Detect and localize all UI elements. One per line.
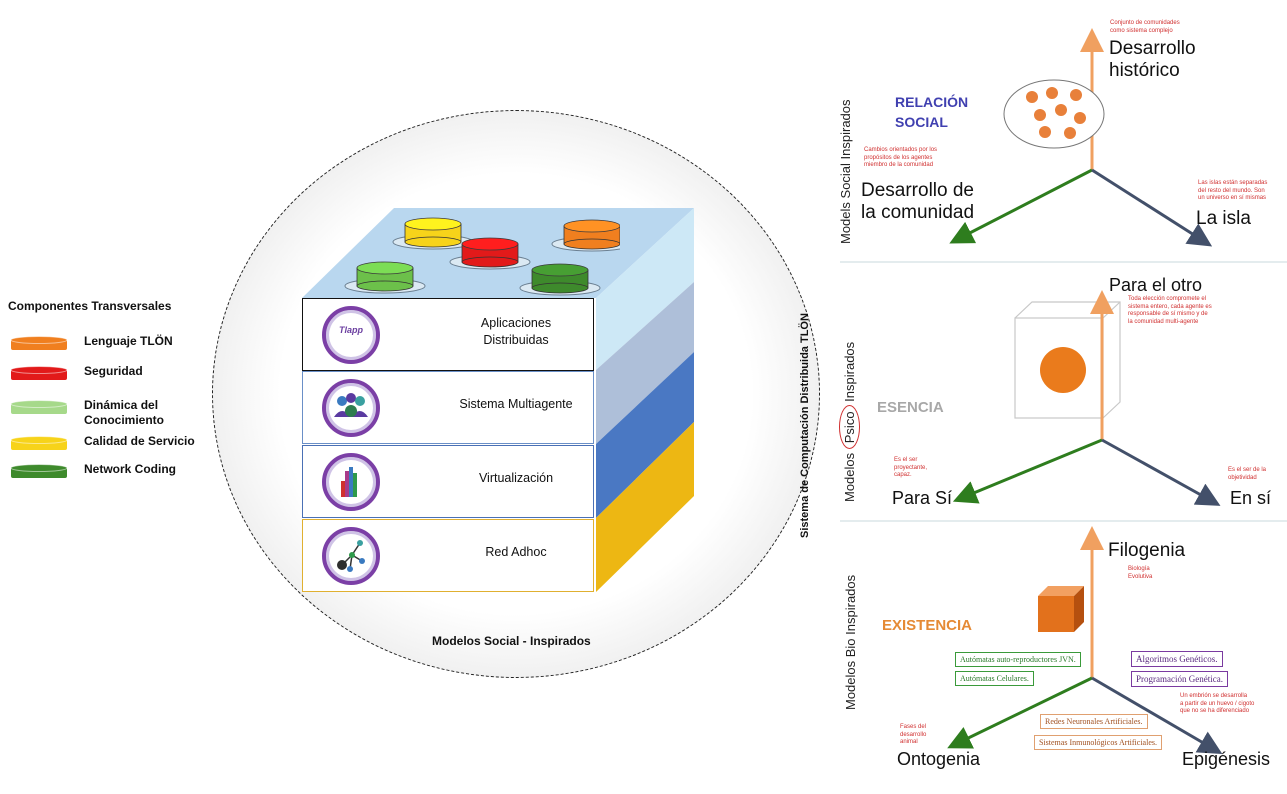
- p3-axis-up-label: Filogenia: [1108, 540, 1186, 561]
- cube-side-layer4: [596, 422, 694, 592]
- virtualization-icon: [341, 467, 357, 497]
- p2-note-up: Toda elección compromete el sistema ente…: [1128, 296, 1212, 325]
- p3-axis-right-label: Epigénesis: [1182, 749, 1271, 769]
- p1-axis-right-label: La isla: [1196, 208, 1251, 229]
- transversal-button: [344, 261, 426, 294]
- legend-item-label: Seguridad: [84, 364, 143, 378]
- transversal-button: [519, 263, 601, 296]
- tag-genetic-programming: Programación Genética.: [1131, 671, 1228, 687]
- transversal-button: [392, 217, 474, 250]
- p3-axis-left: [947, 676, 1093, 749]
- tag-cellular: Autómatas Celulares.: [955, 671, 1034, 686]
- transversal-buttons: [344, 217, 620, 296]
- legend-item: Lenguaje TLÖN: [10, 334, 250, 364]
- legend-item-label: Lenguaje TLÖN: [84, 334, 173, 348]
- legend-swatch-icon: [10, 464, 68, 478]
- layer-label: Aplicaciones Distribuidas: [480, 316, 552, 347]
- p3-axis-right: [1091, 676, 1223, 755]
- p2-heading: ESENCIA: [877, 399, 944, 416]
- p3-note-left: Fases del desarrollo animal: [900, 724, 927, 745]
- layer-label: Red Adhoc: [485, 545, 547, 559]
- p2-axis-up-label: Para el otro: [1109, 275, 1203, 295]
- legend-item: Network Coding: [10, 462, 250, 492]
- virtualization-icon: [322, 453, 380, 511]
- legend-item: Seguridad: [10, 364, 250, 394]
- p1-axis-left-label: Desarrollo de la comunidad: [861, 180, 975, 223]
- tag-immune-systems: Sistemas Inmunológicos Artificiales.: [1034, 735, 1162, 750]
- p2-axis-left: [952, 438, 1103, 504]
- legend-title: Componentes Transversales: [8, 299, 172, 313]
- p2-axis-right: [1101, 438, 1221, 506]
- layer-row: Tlapp Aplicaciones Distribuidas: [302, 298, 594, 371]
- p3-heading: EXISTENCIA: [882, 617, 973, 634]
- tag-jvn: Autómatas auto-reproductores JVN.: [955, 652, 1081, 667]
- p1-heading: RELACIÓN SOCIAL: [895, 94, 969, 130]
- layer-row: Red Adhoc: [302, 519, 594, 592]
- p1-note-up: Conjunto de comunidades como sistema com…: [1110, 20, 1180, 34]
- legend-swatch-icon: [10, 436, 68, 450]
- community-cloud: [1003, 79, 1105, 149]
- existence-cube: [1038, 586, 1084, 632]
- cube-side-top: [596, 208, 694, 370]
- legend-swatch-icon: [10, 336, 68, 350]
- p1-note-left: Cambios orientados por los propósitos de…: [864, 147, 938, 168]
- p3-axis-left-label: Ontogenia: [897, 749, 981, 769]
- psico-circled: Psico: [839, 405, 860, 450]
- vertical-title: Sistema de Computación Distribuida TLÖN: [799, 313, 811, 538]
- p1-note-right: Las islas están separadas del resto del …: [1198, 180, 1268, 201]
- circle-caption: Modelos Social - Inspirados: [432, 634, 591, 648]
- p3-note-up: Biología Evolutiva: [1128, 566, 1153, 580]
- layer-label: Sistema Multiagente: [459, 397, 573, 411]
- p2-axis-right-label: En sí: [1230, 488, 1272, 508]
- essence-sphere: [1040, 347, 1086, 393]
- tlapp-label: Tlapp: [339, 325, 363, 335]
- legend-item-label: Calidad de Servicio: [84, 434, 195, 448]
- layer-row: Sistema Multiagente: [302, 371, 594, 444]
- p2-note-right: Es el ser de la objetividad: [1228, 467, 1267, 481]
- p2-side-label: Modelos Psico Inspirados: [839, 342, 860, 502]
- transversal-button: [449, 237, 531, 270]
- layer-row: Virtualización: [302, 445, 594, 518]
- legend-item: Calidad de Servicio: [10, 434, 250, 464]
- legend-item-label: Network Coding: [84, 462, 176, 476]
- multiagent-icon: [334, 393, 368, 417]
- axes-svg: [840, 28, 1287, 755]
- legend-item-label: Dinámica del Conocimiento: [84, 398, 164, 427]
- p2-axis-left-label: Para Sí: [892, 488, 953, 508]
- p1-axis-up-label: Desarrollo histórico: [1109, 38, 1196, 81]
- p3-side-label: Modelos Bio Inspirados: [843, 574, 858, 710]
- network-icon: [337, 540, 365, 572]
- legend-item: Dinámica del Conocimiento: [10, 398, 250, 428]
- p1-axis-left: [949, 168, 1093, 244]
- multiagent-icon: [322, 379, 380, 437]
- p3-note-right: Un embrión se desarrolla a partir de un …: [1180, 693, 1255, 714]
- tag-genetic-algorithms: Algoritmos Genéticos.: [1131, 651, 1223, 667]
- p1-axis-right: [1091, 168, 1213, 247]
- cube-side-layer3: [596, 352, 694, 518]
- network-icon: [322, 527, 380, 585]
- layer-label: Virtualización: [478, 471, 554, 485]
- transversal-button: [551, 219, 620, 252]
- tag-neural-networks: Redes Neuronales Artificiales.: [1040, 714, 1148, 729]
- cube-side-layer2: [596, 282, 694, 444]
- p1-side-label: Models Social Inspirados: [838, 99, 853, 244]
- p2-note-left: Es el ser proyectante, capaz.: [894, 457, 928, 478]
- legend-swatch-icon: [10, 366, 68, 380]
- legend-swatch-icon: [10, 400, 68, 414]
- tlapp-icon: Tlapp: [322, 306, 380, 364]
